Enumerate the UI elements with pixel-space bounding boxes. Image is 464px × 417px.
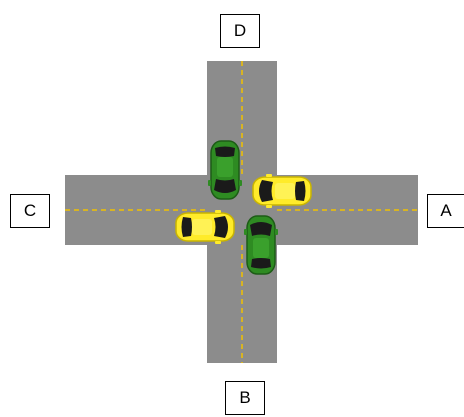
car-green-southbound (207, 140, 243, 200)
direction-label-c: C (10, 194, 50, 228)
direction-label-a: A (427, 194, 464, 228)
direction-label-d: D (220, 14, 260, 48)
car-yellow-eastbound (175, 209, 235, 245)
car-green-northbound (243, 215, 279, 275)
direction-label-b: B (225, 381, 265, 415)
car-yellow-westbound (252, 173, 312, 209)
